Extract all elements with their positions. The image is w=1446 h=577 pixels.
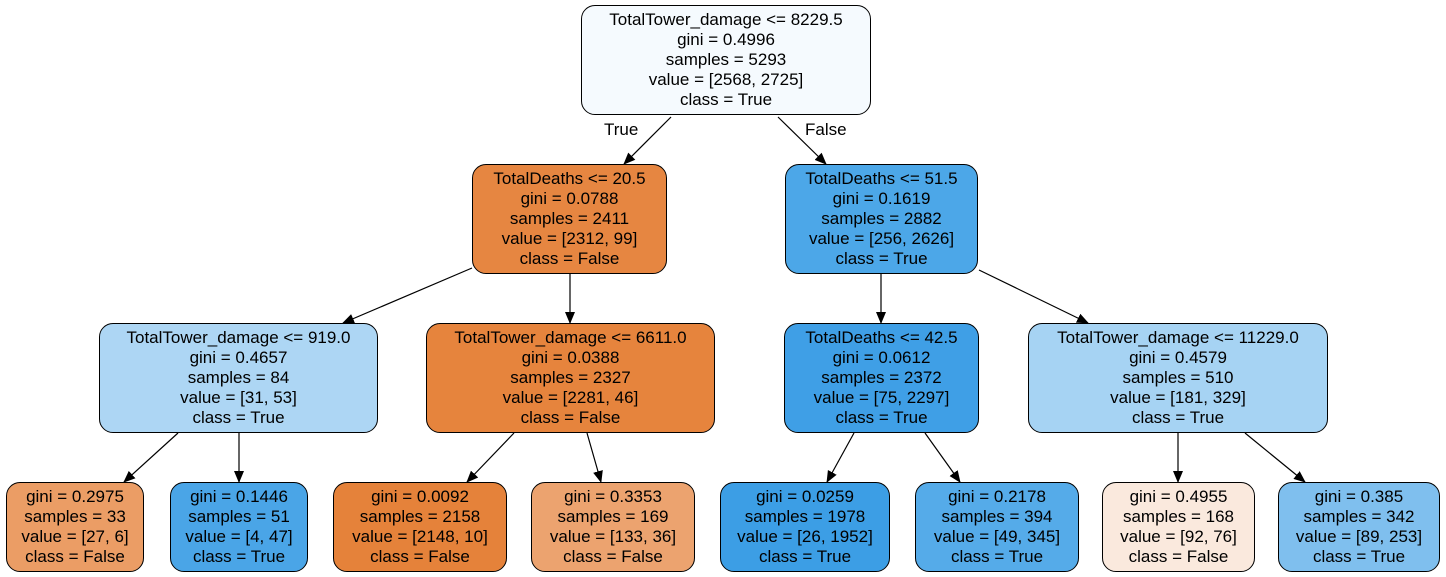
tree-edge-arrow xyxy=(586,432,603,483)
node-text-line: gini = 0.1446 xyxy=(190,487,288,506)
node-text-line: gini = 0.0259 xyxy=(756,487,854,506)
node-text-line: gini = 0.385 xyxy=(1314,487,1404,506)
node-text-line: value = [92, 76] xyxy=(1120,527,1237,546)
tree-edge-arrow xyxy=(466,432,515,483)
true-edge-label: True xyxy=(604,120,639,139)
node-text-line: value = [4, 47] xyxy=(185,527,293,546)
node-text-line: value = [26, 1952] xyxy=(737,527,873,546)
node-text-line: value = [27, 6] xyxy=(21,527,129,546)
node-text-line: gini = 0.4657 xyxy=(189,348,288,367)
node-text-line: samples = 2327 xyxy=(510,368,631,387)
node-text-line: value = [89, 253] xyxy=(1295,527,1423,546)
node-text-line: samples = 394 xyxy=(941,507,1053,526)
node-text-line: gini = 0.4579 xyxy=(1129,348,1227,367)
node-text-line: TotalTower_damage <= 8229.5 xyxy=(609,10,843,29)
node-text-line: value = [2568, 2725] xyxy=(648,70,804,89)
node-text-line: class = False xyxy=(25,547,125,566)
tree-edge-arrow xyxy=(342,267,473,324)
node-text-line: value = [2148, 10] xyxy=(352,527,488,546)
node-text-line: value = [256, 2626] xyxy=(808,229,955,248)
node-text-line: gini = 0.0612 xyxy=(832,348,931,367)
tree-edge-arrow xyxy=(826,432,855,483)
tree-edge-arrow xyxy=(924,432,961,483)
node-text-line: TotalTower_damage <= 919.0 xyxy=(126,328,351,347)
node-text-line: TotalDeaths <= 20.5 xyxy=(493,169,646,188)
node-text-line: gini = 0.2178 xyxy=(948,487,1046,506)
node-text-line: value = [49, 345] xyxy=(933,527,1061,546)
node-text-line: value = [2312, 99] xyxy=(501,229,638,248)
node-text-line: samples = 5293 xyxy=(665,50,787,69)
node-text-line: gini = 0.0788 xyxy=(520,189,619,208)
node-text-line: value = [181, 329] xyxy=(1110,388,1246,407)
node-text-line: value = [2281, 46] xyxy=(502,388,639,407)
tree-edge-arrow xyxy=(978,269,1089,324)
node-text-line: class = False xyxy=(370,547,470,566)
node-text-line: class = True xyxy=(1131,408,1225,427)
node-text-line: class = False xyxy=(519,249,620,268)
node-text-line: gini = 0.4996 xyxy=(677,30,775,49)
node-text-line: class = True xyxy=(679,90,773,109)
node-text-line: samples = 51 xyxy=(188,507,290,526)
node-text-line: samples = 510 xyxy=(1122,368,1234,387)
node-text-line: samples = 1978 xyxy=(744,507,866,526)
node-text-line: samples = 168 xyxy=(1122,507,1235,526)
node-text-line: gini = 0.3353 xyxy=(564,487,662,506)
node-text-line: TotalDeaths <= 51.5 xyxy=(805,169,958,188)
node-text-line: class = False xyxy=(1128,547,1229,566)
node-text-line: samples = 84 xyxy=(187,368,290,387)
node-text-line: gini = 0.4955 xyxy=(1129,487,1228,506)
node-text-line: gini = 0.0092 xyxy=(371,487,469,506)
node-text-line: class = True xyxy=(192,547,286,566)
tree-edge-arrow xyxy=(623,116,672,165)
node-text-line: class = True xyxy=(1312,547,1406,566)
node-text-line: gini = 0.0388 xyxy=(521,348,620,367)
node-text-line: value = [31, 53] xyxy=(180,388,297,407)
node-text-line: class = True xyxy=(950,547,1044,566)
node-text-line: gini = 0.2975 xyxy=(26,487,124,506)
node-text-line: gini = 0.1619 xyxy=(832,189,931,208)
tree-edge-arrow xyxy=(777,116,827,165)
node-text-line: class = True xyxy=(835,408,928,427)
node-text-line: samples = 33 xyxy=(24,507,126,526)
tree-edge-arrow xyxy=(123,432,179,483)
node-text-line: value = [133, 36] xyxy=(549,527,677,546)
node-text-line: class = True xyxy=(835,249,928,268)
node-text-line: class = True xyxy=(192,408,285,427)
node-text-line: samples = 2882 xyxy=(821,209,942,228)
node-text-line: class = True xyxy=(758,547,852,566)
false-edge-label: False xyxy=(805,120,847,139)
node-text-line: samples = 169 xyxy=(557,507,669,526)
node-text-line: samples = 342 xyxy=(1303,507,1415,526)
node-text-line: class = False xyxy=(520,408,621,427)
node-text-line: TotalTower_damage <= 6611.0 xyxy=(454,328,687,347)
node-text-line: class = False xyxy=(563,547,663,566)
tree-edge-arrow xyxy=(1244,432,1306,483)
node-text-line: samples = 2372 xyxy=(821,368,942,387)
node-text-line: value = [75, 2297] xyxy=(813,388,950,407)
node-text-line: TotalTower_damage <= 11229.0 xyxy=(1057,328,1299,347)
node-text-line: samples = 2158 xyxy=(359,507,481,526)
node-text-line: samples = 2411 xyxy=(509,209,630,228)
node-text-line: TotalDeaths <= 42.5 xyxy=(805,328,958,347)
